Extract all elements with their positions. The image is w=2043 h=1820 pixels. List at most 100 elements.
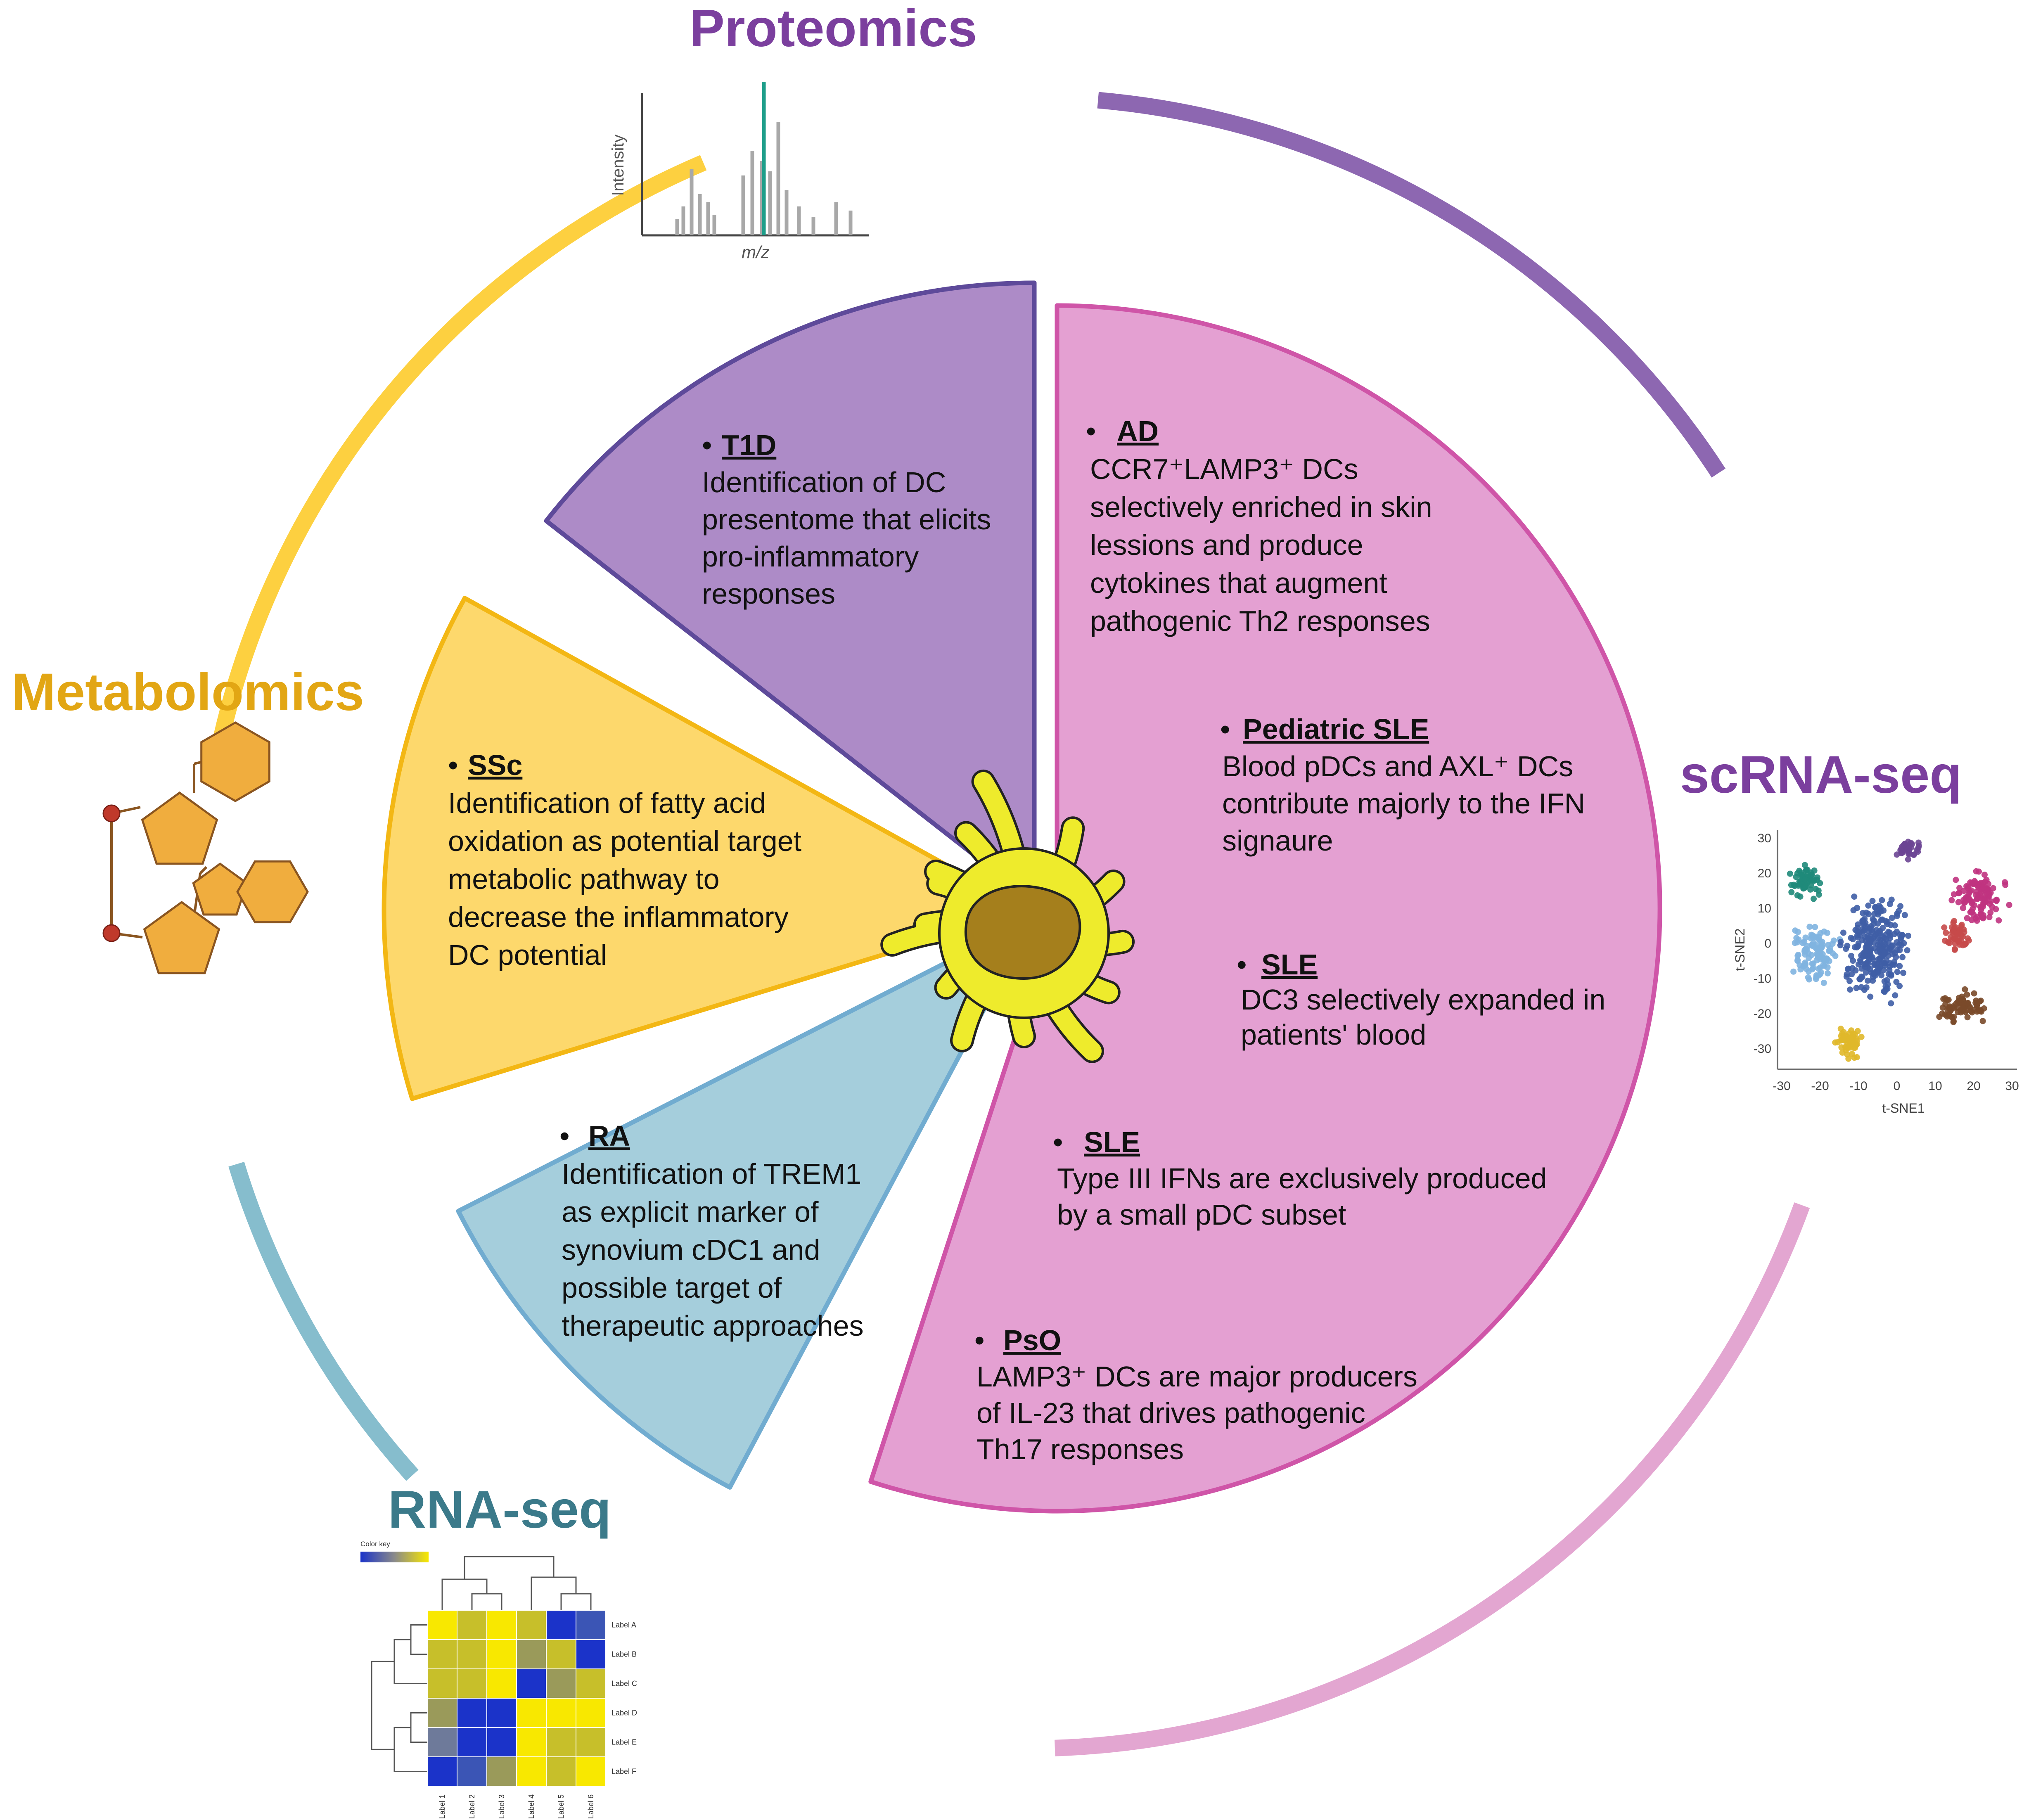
ssc-text-bullet: • xyxy=(448,749,458,781)
heatmap-cell xyxy=(486,1668,517,1699)
tsne-point xyxy=(1915,839,1922,846)
tsne-point xyxy=(1908,840,1914,846)
heatmap-cell xyxy=(546,1727,576,1757)
tsne-point xyxy=(1941,924,1948,931)
tsne-point xyxy=(1824,964,1831,971)
tsne-point xyxy=(1973,891,1979,898)
tsne-point xyxy=(1986,914,1993,920)
ra-segment xyxy=(456,916,1035,1490)
tsne-point xyxy=(1793,874,1799,880)
tsne-point xyxy=(1867,993,1874,1000)
heatmap-row-dendrogram-branch xyxy=(371,1661,394,1750)
heatmap-cell xyxy=(546,1610,576,1640)
heatmap-row-label: Label D xyxy=(611,1709,637,1717)
scrnaseq-title: scRNA-seq xyxy=(1680,745,1962,804)
dc-nucleus xyxy=(964,885,1081,980)
ra-text-line: therapeutic approaches xyxy=(562,1310,864,1342)
tsne-point xyxy=(1877,964,1883,970)
tsne-point xyxy=(1951,891,1957,898)
tsne-point xyxy=(1847,986,1853,993)
ra-text-bullet: • xyxy=(559,1120,570,1152)
heatmap-row-label: Label B xyxy=(611,1650,637,1659)
tsne-point xyxy=(1870,977,1876,984)
tsne-point xyxy=(1875,956,1882,962)
sle2-text-bullet: • xyxy=(1053,1126,1063,1158)
tsne-point xyxy=(1870,916,1876,922)
sle2-text-title: SLE xyxy=(1084,1126,1140,1158)
heatmap-cell xyxy=(576,1698,606,1728)
ssc-text-line: oxidation as potential target xyxy=(448,825,801,857)
tsne-x-tick: 10 xyxy=(1928,1079,1942,1093)
tsne-point xyxy=(1987,909,1994,916)
tsne-point xyxy=(1806,924,1813,930)
heatmap-cell xyxy=(486,1756,517,1787)
tsne-point xyxy=(1960,897,1967,903)
ra-text-title: RA xyxy=(588,1120,630,1152)
t1d-segment xyxy=(544,280,1037,905)
tsne-point xyxy=(1965,935,1971,942)
tsne-point xyxy=(1904,947,1910,954)
tsne-point xyxy=(1843,973,1850,980)
tsne-point xyxy=(2006,902,2012,908)
tsne-point xyxy=(1879,897,1885,903)
heatmap-cell xyxy=(516,1727,547,1757)
tsne-point xyxy=(1993,897,1999,903)
tsne-point xyxy=(1951,946,1958,953)
tsne-cluster xyxy=(1787,862,1823,902)
heatmap-cell xyxy=(546,1639,576,1669)
tsne-point xyxy=(1805,968,1812,975)
tsne-y-tick: 20 xyxy=(1758,867,1771,880)
tsne-point xyxy=(1983,877,1990,883)
tsne-point xyxy=(1797,966,1804,973)
heatmap-cell xyxy=(546,1756,576,1787)
pso-text-line: LAMP3⁺ DCs are major producers xyxy=(976,1360,1417,1393)
tsne-cluster xyxy=(1936,986,1987,1025)
heatmap-cell xyxy=(457,1727,487,1757)
tsne-point xyxy=(1790,968,1797,975)
tsne-point xyxy=(1879,925,1886,931)
tsne-point xyxy=(1801,881,1808,887)
tsne-point xyxy=(1962,986,1968,993)
tsne-point xyxy=(2002,882,2009,888)
tsne-point xyxy=(1898,942,1905,948)
tsne-point xyxy=(1862,919,1869,926)
tsne-cluster xyxy=(1941,918,1972,953)
heatmap-cell xyxy=(546,1698,576,1728)
heatmap-cell xyxy=(457,1698,487,1728)
tsne-point xyxy=(1867,949,1873,955)
tsne-point xyxy=(1801,862,1808,868)
tsne-point xyxy=(1889,951,1896,957)
tsne-point xyxy=(1951,1005,1958,1011)
tsne-point xyxy=(1824,929,1830,936)
tsne-point xyxy=(1830,937,1837,944)
tsne-point xyxy=(1849,971,1855,977)
tsne-point xyxy=(1894,851,1900,858)
tsne-point xyxy=(1848,953,1855,959)
mass-spectrum-icon: Intensity m/z xyxy=(609,82,869,262)
tsne-point xyxy=(1972,879,1979,886)
tsne-point xyxy=(1797,893,1804,900)
ssc-text-line: decrease the inflammatory xyxy=(448,901,789,933)
tsne-point xyxy=(1846,978,1853,984)
tsne-point xyxy=(1905,932,1912,939)
t1d-text-bullet: • xyxy=(702,429,712,461)
tsne-point xyxy=(1973,868,1979,874)
tsne-point xyxy=(1901,841,1908,848)
tsne-point xyxy=(1838,1044,1845,1051)
molecule-hexagon xyxy=(236,860,309,924)
tsne-point xyxy=(1990,885,1996,891)
tsne-point xyxy=(1793,935,1800,941)
tsne-point xyxy=(1945,997,1952,1003)
tsne-point xyxy=(1956,885,1963,891)
tsne-point xyxy=(1787,870,1793,877)
molecule-hexagon xyxy=(200,721,270,802)
scrnaseq-arc xyxy=(1055,1202,1810,1756)
sle1-text-bullet: • xyxy=(1237,948,1247,981)
tsne-point xyxy=(1951,918,1958,924)
tsne-point xyxy=(1944,1013,1951,1020)
tsne-point xyxy=(1851,1055,1858,1061)
